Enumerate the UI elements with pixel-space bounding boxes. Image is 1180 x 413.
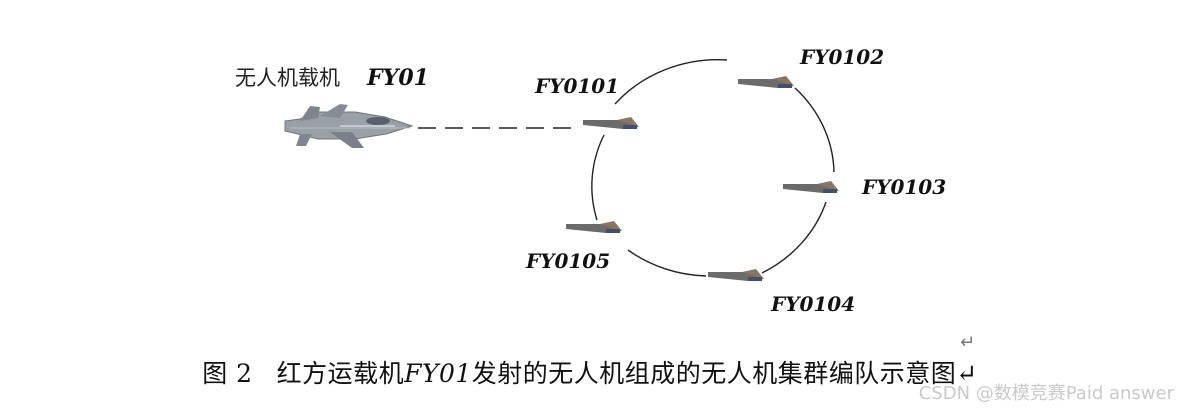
- caption-text-post: 发射的无人机组成的无人机集群编队示意图: [471, 359, 957, 388]
- caption-figure-number: 图 2: [202, 359, 253, 388]
- figure-caption: 图 2 红方运载机FY01发射的无人机组成的无人机集群编队示意图↵: [0, 354, 1180, 390]
- drone-icon-fy0102: [738, 76, 794, 88]
- carrier-aircraft-icon: [284, 104, 414, 148]
- drone-label-fy0101: FY0101: [534, 74, 619, 98]
- drone-label-fy0102: FY0102: [799, 45, 884, 69]
- drone-label-fy0105: FY0105: [525, 249, 610, 273]
- caption-code: FY01: [404, 359, 472, 388]
- watermark: CSDN @数模竞赛Paid answer: [918, 383, 1174, 404]
- drone-icon-fy0105: [566, 221, 622, 233]
- drone-icon-fy0103: [783, 181, 839, 193]
- drone-label-fy0103: FY0103: [861, 175, 946, 199]
- drone-label-fy0104: FY0104: [770, 292, 855, 316]
- drone-icon-fy0101: [583, 117, 639, 129]
- caption-return-mark: ↵: [956, 359, 978, 388]
- drone-icon-fy0104: [708, 269, 764, 281]
- paragraph-return-mark: ↵: [960, 332, 976, 353]
- carrier-label: 无人机载机: [235, 66, 340, 90]
- caption-text-pre: 红方运载机: [276, 359, 405, 388]
- carrier-code: FY01: [366, 65, 429, 91]
- formation-circle: [591, 59, 835, 277]
